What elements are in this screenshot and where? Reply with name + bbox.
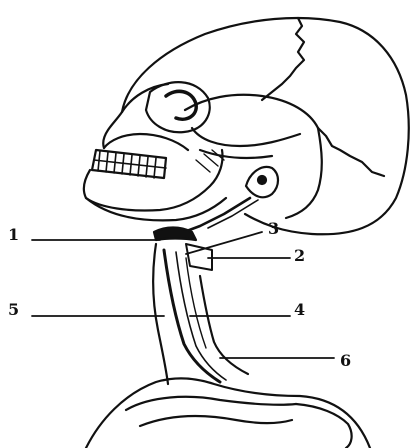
shoulder xyxy=(86,378,370,448)
nasal-line xyxy=(103,112,122,148)
styloid-process xyxy=(184,198,250,232)
occipital-line xyxy=(286,128,322,218)
lambdoid-suture xyxy=(318,128,384,176)
label-3: 3 xyxy=(268,221,279,237)
label-4: 4 xyxy=(294,302,305,318)
maxilla xyxy=(104,134,188,150)
teeth xyxy=(92,150,166,178)
zygomatic-line xyxy=(200,150,272,158)
leader-3 xyxy=(186,232,262,254)
coronal-suture xyxy=(262,18,304,100)
clavicle xyxy=(126,397,296,410)
neck-muscle-3 xyxy=(186,258,206,348)
ear-opening xyxy=(258,176,266,184)
label-2: 2 xyxy=(294,248,305,264)
brow-ridge xyxy=(122,84,168,112)
label-5: 5 xyxy=(8,302,19,318)
neck-back xyxy=(200,276,248,374)
cranium-outline xyxy=(122,18,409,234)
temporal-line xyxy=(192,128,300,146)
mandible xyxy=(84,150,223,211)
label-1: 1 xyxy=(8,227,19,243)
label-6: 6 xyxy=(340,353,351,369)
clavicle-lower xyxy=(140,416,292,426)
